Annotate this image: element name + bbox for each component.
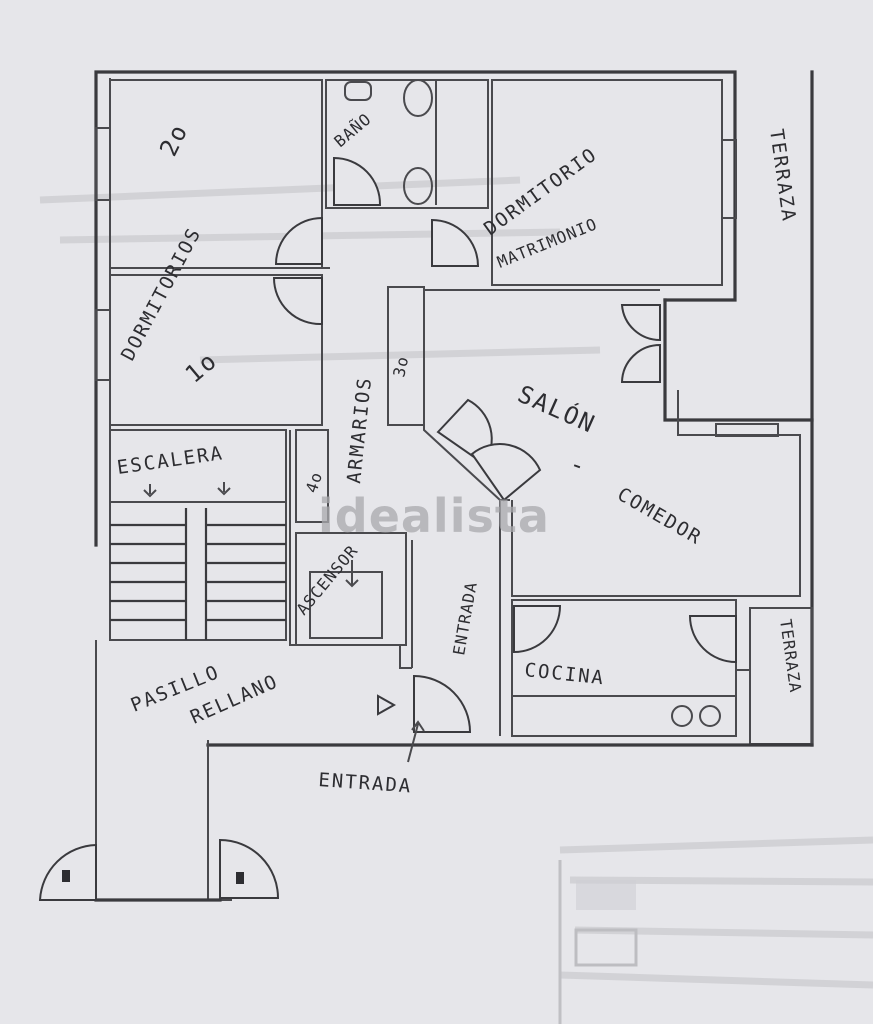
label-terrace-top: TERRAZA bbox=[765, 128, 800, 224]
entrance-arrows bbox=[345, 560, 425, 763]
staircase-treads bbox=[110, 482, 286, 640]
label-bedrooms-word: DORMITORIOS bbox=[117, 223, 206, 364]
door-swings bbox=[38, 156, 737, 901]
label-hall-entry: ENTRADA bbox=[449, 580, 481, 657]
paper-bleed-through bbox=[39, 176, 873, 1024]
bathroom-fixtures bbox=[344, 79, 433, 205]
label-terrace-bottom: TERRAZA bbox=[776, 618, 805, 694]
label-kitchen: COCINA bbox=[523, 659, 605, 689]
label-staircase: ESCALERA bbox=[116, 442, 226, 479]
label-living-room: SALÓN bbox=[514, 378, 601, 439]
idealista-watermark: idealista bbox=[318, 489, 550, 543]
label-living-dash: - bbox=[566, 449, 591, 481]
label-closets: ARMARIOS bbox=[343, 375, 376, 484]
label-bathroom: BAÑO bbox=[330, 109, 375, 151]
label-bedroom-2-number: 2o bbox=[154, 119, 194, 161]
room-labels: 2o DORMITORIOS 1o BAÑO DORMITORIO MATRIM… bbox=[116, 109, 806, 797]
kitchen-hob bbox=[671, 705, 721, 727]
label-bedroom-1-number: 1o bbox=[180, 346, 223, 389]
label-closet-3: 3o bbox=[389, 354, 412, 379]
label-access: ENTRADA bbox=[318, 769, 413, 798]
label-dining-room: COMEDOR bbox=[614, 483, 706, 549]
